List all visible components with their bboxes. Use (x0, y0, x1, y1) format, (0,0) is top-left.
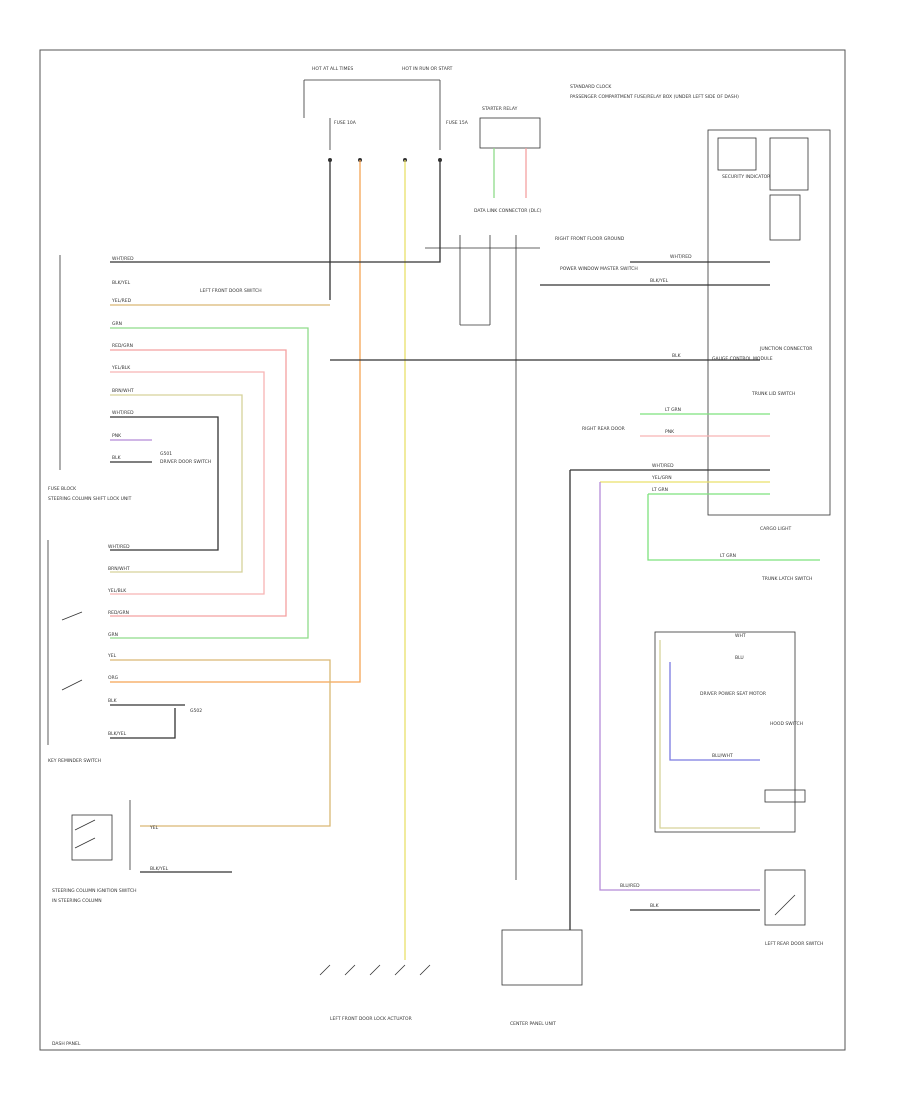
label-dash-panel: DASH PANEL (52, 1041, 81, 1047)
label-passenger-fuse-box: PASSENGER COMPARTMENT FUSE/RELAY BOX (UN… (570, 94, 739, 100)
wire-label-rf1: WHT/RED (670, 254, 692, 260)
label-right-rear-door: RIGHT REAR DOOR (582, 426, 625, 432)
label-shiftlock-unit: STEERING COLUMN SHIFT LOCK UNIT (48, 496, 132, 502)
label-cargo-light: CARGO LIGHT (760, 526, 792, 532)
label-gauge-control-module: GAUGE CONTROL MODULE (712, 356, 773, 362)
wire-label-rr-pink: PNK (665, 429, 675, 435)
power-seat-frame (654, 631, 796, 833)
seat-connector (764, 789, 806, 803)
wire-label-keyrow5: GRN (108, 632, 118, 638)
wire-label-row4: GRN (112, 321, 122, 327)
left-rear-door-switch-box (764, 869, 806, 926)
wire-black-row8 (110, 416, 219, 551)
wire-tan-key6 (110, 659, 331, 827)
label-fuse-block: FUSE BLOCK (48, 486, 77, 492)
label-left-front-door-lock: LEFT FRONT DOOR LOCK ACTUATOR (330, 1016, 412, 1022)
label-center-panel: CENTER PANEL UNIT (510, 1021, 556, 1027)
top-fuse-section: HOT AT ALL TIMES HOT IN RUN OR START FUS… (303, 66, 739, 242)
wire-label-ign1: YEL (149, 825, 159, 831)
label-left-front-door: LEFT FRONT DOOR SWITCH (200, 288, 262, 294)
label-power-window-master: POWER WINDOW MASTER SWITCH (560, 266, 638, 272)
wire-label-keyrow2: BRN/WHT (108, 566, 130, 572)
label-starter-relay: STARTER RELAY (482, 106, 518, 112)
label-g502: G502 (190, 708, 202, 714)
label-fuse-10a: FUSE 10A (334, 120, 357, 126)
gauge-module-frame (707, 129, 831, 516)
wire-label-keyrow3: YEL/BLK (107, 588, 127, 594)
label-left-rear-door: LEFT REAR DOOR SWITCH (765, 941, 823, 947)
label-driver-door-switch: DRIVER DOOR SWITCH (160, 459, 211, 465)
wire-label-row2: BLK/YEL (112, 280, 131, 286)
wire-label-row6: YEL/BLK (111, 365, 131, 371)
key-reminder-switch-block: WHT/RED BRN/WHT YEL/BLK RED/GRN GRN YEL … (47, 540, 331, 827)
label-trunk-lid-switch: TRUNK LID SWITCH (751, 391, 795, 397)
wire-label-row7: BRN/WHT (112, 388, 134, 394)
wire-black-fuse-15a (110, 160, 441, 263)
wire-red-row5 (110, 349, 287, 617)
label-standard-clock: STANDARD CLOCK (570, 84, 612, 90)
diagram-border (39, 49, 846, 1051)
wire-label-lr1: BLU/RED (620, 883, 640, 889)
label-fuse-15a: FUSE 15A (446, 120, 469, 126)
gauge-box-2 (769, 194, 801, 241)
wire-green-row4 (110, 327, 309, 639)
wire-olive-row7 (110, 394, 243, 573)
wire-pink-row6 (110, 371, 265, 595)
label-trunk-latch: TRUNK LATCH SWITCH (761, 576, 812, 582)
wire-label-row8: WHT/RED (112, 410, 134, 416)
label-hot-in-run: HOT IN RUN OR START (402, 66, 453, 72)
wire-green-cargo (647, 494, 820, 561)
label-key-reminder-switch: KEY REMINDER SWITCH (48, 758, 101, 764)
wire-label-keyrow7: ORG (108, 675, 119, 681)
wire-label-lr2: BLK (650, 903, 660, 909)
label-junction-connector: JUNCTION CONNECTOR (759, 346, 812, 352)
label-hot-at-all-times: HOT AT ALL TIMES (312, 66, 353, 72)
wire-label-cargo: LT GRN (720, 553, 736, 559)
security-indicator-box (717, 137, 757, 171)
starter-relay-box (479, 117, 541, 149)
label-right-front-floor: RIGHT FRONT FLOOR GROUND (555, 236, 625, 242)
wire-label-ps1: WHT (735, 633, 746, 639)
wire-label-ign2: BLK/YEL (150, 866, 169, 872)
wire-label-row1: WHT/RED (112, 256, 134, 262)
wire-label-keyrow8: BLK (108, 698, 118, 704)
label-ignition-switch: STEERING COLUMN IGNITION SWITCH (52, 888, 137, 894)
label-driver-power-seat: DRIVER POWER SEAT MOTOR (700, 691, 766, 697)
right-column: SECURITY INDICATOR GAUGE CONTROL MODULE … (330, 129, 831, 947)
dlc-block (425, 235, 540, 880)
wire-label-rf2: BLK/YEL (650, 278, 669, 284)
wire-label-keyrow4: RED/GRN (108, 610, 129, 616)
ignition-switch-block: YEL BLK/YEL STEERING COLUMN IGNITION SWI… (52, 800, 232, 904)
key-switch-symbol (61, 611, 83, 691)
wire-label-row3: YEL/RED (111, 298, 132, 304)
wire-purple-lr (599, 482, 760, 891)
wire-black-key9 (110, 708, 176, 739)
wire-label-rr-green: LT GRN (665, 407, 681, 413)
gauge-display-box (769, 137, 809, 191)
wire-label-keyrow6: YEL (107, 653, 117, 659)
wire-label-ps2: BLU (735, 655, 744, 661)
wire-label-r1: WHT/RED (652, 463, 674, 469)
left-wire-runs: WHT/RED BLK/YEL YEL/RED LEFT FRONT DOOR … (110, 256, 330, 639)
wire-label-r2: YEL/GRN (651, 475, 672, 481)
label-data-link-connector: DATA LINK CONNECTOR (DLC) (474, 208, 542, 214)
door-lock-actuator: LEFT FRONT DOOR LOCK ACTUATOR (319, 964, 431, 1022)
wire-olive-ps (659, 640, 760, 829)
label-g501: G501 (160, 451, 172, 457)
center-panel-unit: CENTER PANEL UNIT (501, 470, 583, 1027)
wire-blue-ps (669, 662, 760, 761)
wire-label-r3: LT GRN (652, 487, 668, 493)
label-steering-connector: IN STEERING COLUMN (52, 898, 102, 904)
wire-label-junction: BLK (672, 353, 682, 359)
wire-label-row9: PNK (112, 433, 122, 439)
wire-label-keyrow1: WHT/RED (108, 544, 130, 550)
wire-label-ps3: BLU/WHT (712, 753, 733, 759)
wire-label-row10: BLK (112, 455, 122, 461)
wire-label-keyrow9: BLK/YEL (108, 731, 127, 737)
label-security-indicator: SECURITY INDICATOR (722, 174, 770, 180)
wire-orange-main (110, 160, 361, 683)
label-hood-switch: HOOD SWITCH (770, 721, 803, 727)
wire-label-row5: RED/GRN (112, 343, 133, 349)
